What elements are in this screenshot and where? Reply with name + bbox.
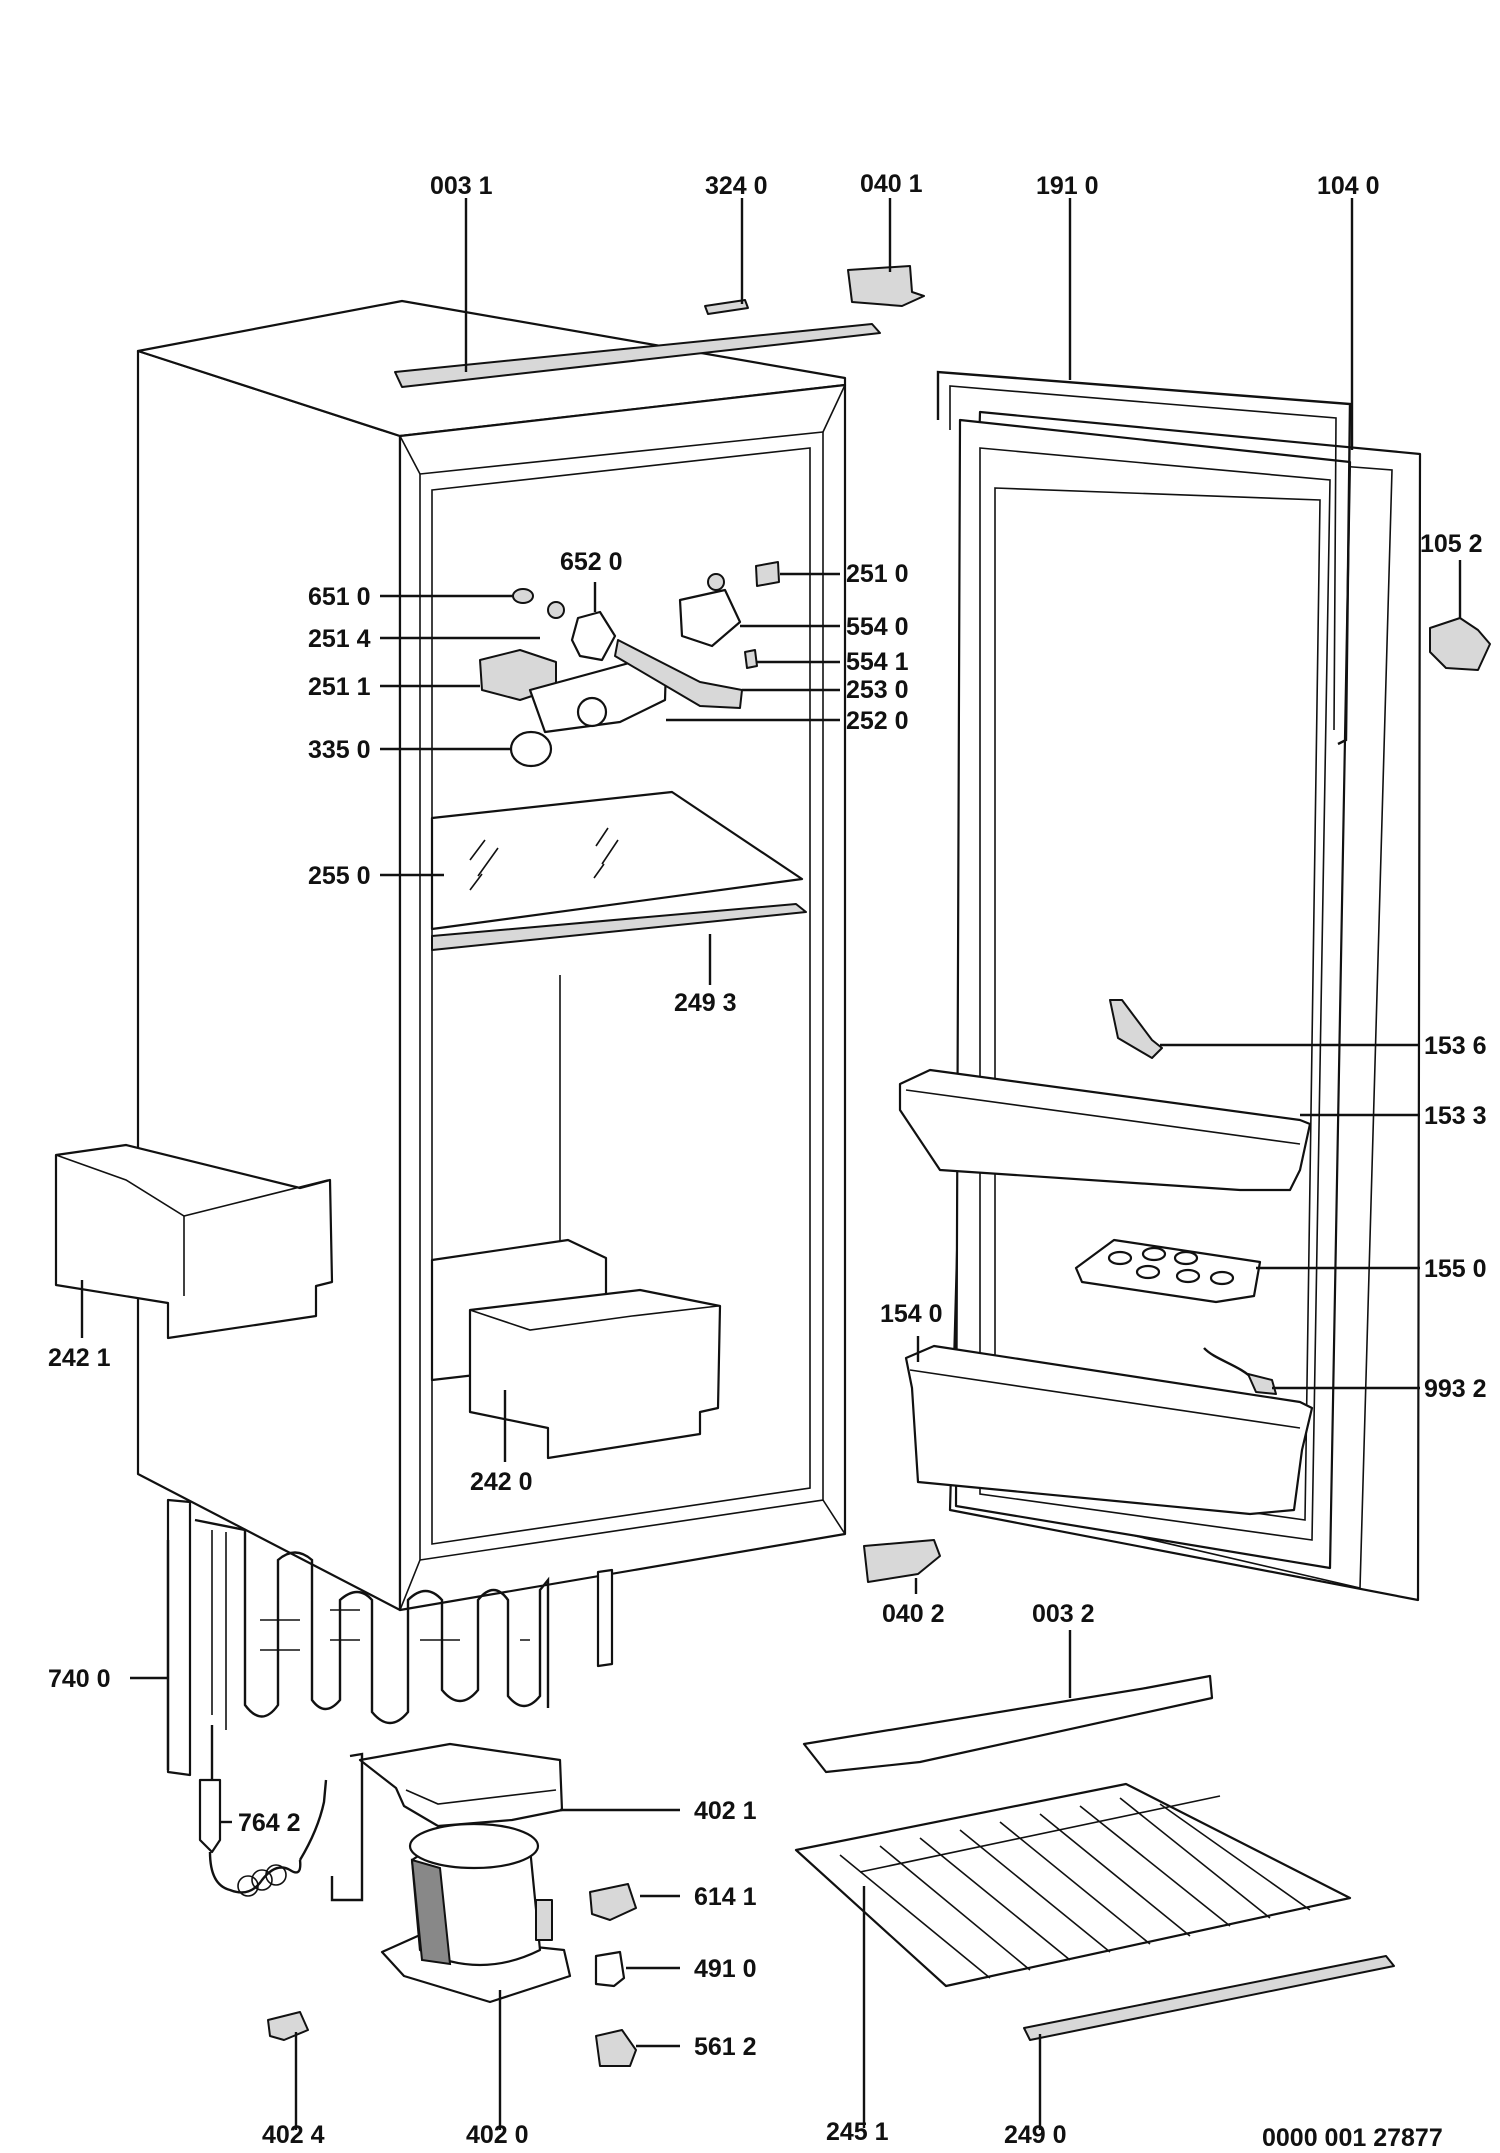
capillary-part bbox=[198, 1725, 328, 1897]
label-2511: 251 1 bbox=[308, 673, 371, 701]
clamp-part bbox=[595, 2029, 637, 2067]
shelf-rail-part bbox=[431, 903, 807, 951]
label-0031: 003 1 bbox=[430, 172, 493, 200]
base-plate-part bbox=[802, 1674, 1214, 1774]
label-4021: 402 1 bbox=[694, 1797, 757, 1825]
label-5540: 554 0 bbox=[846, 613, 909, 641]
door-gasket-part bbox=[936, 370, 1352, 746]
label-6510: 651 0 bbox=[308, 583, 371, 611]
label-7400: 740 0 bbox=[48, 1665, 111, 1693]
label-2493: 249 3 bbox=[674, 989, 737, 1017]
door-shelf-lower-part bbox=[904, 1344, 1314, 1516]
label-9932: 993 2 bbox=[1424, 1375, 1487, 1403]
label-2550: 255 0 bbox=[308, 862, 371, 890]
compressor-part bbox=[380, 1822, 572, 2004]
glass-shelf-part bbox=[430, 790, 804, 931]
hinge-top-part bbox=[847, 265, 925, 307]
leader-lines bbox=[80, 198, 1462, 2130]
egg-tray-part bbox=[1074, 1238, 1262, 1304]
drawing-number: 0000 001 27877 bbox=[1262, 2124, 1443, 2152]
label-2490: 249 0 bbox=[1004, 2121, 1067, 2149]
label-1550: 155 0 bbox=[1424, 1255, 1487, 1283]
label-5612: 561 2 bbox=[694, 2033, 757, 2061]
drip-tray-part bbox=[330, 1742, 564, 1902]
lamp-thermostat-assembly bbox=[479, 561, 780, 768]
door-bracket-part bbox=[1109, 999, 1163, 1059]
label-2420: 242 0 bbox=[470, 1468, 533, 1496]
crisper-drawer-part bbox=[430, 1238, 722, 1460]
label-3240: 324 0 bbox=[705, 172, 768, 200]
label-4020: 402 0 bbox=[466, 2121, 529, 2149]
label-1910: 191 0 bbox=[1036, 172, 1099, 200]
label-1040: 104 0 bbox=[1317, 172, 1380, 200]
clip-3240-part bbox=[704, 299, 749, 315]
label-1540: 154 0 bbox=[880, 1300, 943, 1328]
hinge-door-part bbox=[1429, 617, 1491, 671]
door-gasket-part-inner bbox=[949, 385, 1337, 731]
label-2514: 251 4 bbox=[308, 625, 371, 653]
label-2451: 245 1 bbox=[826, 2118, 889, 2146]
wire-shelf-part bbox=[794, 1782, 1352, 1988]
label-6141: 614 1 bbox=[694, 1883, 757, 1911]
clip-4024-part bbox=[267, 2011, 309, 2041]
label-4024: 402 4 bbox=[262, 2121, 325, 2149]
left-door-bin-part bbox=[54, 1143, 334, 1340]
label-2520: 252 0 bbox=[846, 707, 909, 735]
label-4910: 491 0 bbox=[694, 1955, 757, 1983]
relay-part bbox=[589, 1883, 637, 1921]
label-0401: 040 1 bbox=[860, 170, 923, 198]
top-strip-part bbox=[394, 323, 881, 388]
label-1052: 105 2 bbox=[1420, 530, 1483, 558]
label-0402: 040 2 bbox=[882, 1600, 945, 1628]
label-6520: 652 0 bbox=[560, 548, 623, 576]
label-1536: 153 6 bbox=[1424, 1032, 1487, 1060]
condenser-part bbox=[166, 1498, 614, 1777]
door-shelf-upper-part bbox=[898, 1068, 1312, 1192]
label-2510: 251 0 bbox=[846, 560, 909, 588]
label-3350: 335 0 bbox=[308, 736, 371, 764]
part-labels: 003 1 324 0 040 1 191 0 104 0 105 2 651 … bbox=[48, 170, 1487, 2152]
label-0032: 003 2 bbox=[1032, 1600, 1095, 1628]
label-1533: 153 3 bbox=[1424, 1102, 1487, 1130]
bottom-rail-part bbox=[1023, 1955, 1395, 2041]
overload-protector-part bbox=[594, 1950, 626, 1988]
label-2421: 242 1 bbox=[48, 1344, 111, 1372]
label-2530: 253 0 bbox=[846, 676, 909, 704]
label-5541: 554 1 bbox=[846, 648, 909, 676]
label-7642: 764 2 bbox=[238, 1809, 301, 1837]
sensor-cord-part bbox=[1203, 1347, 1277, 1395]
hinge-bottom-part bbox=[863, 1539, 941, 1583]
